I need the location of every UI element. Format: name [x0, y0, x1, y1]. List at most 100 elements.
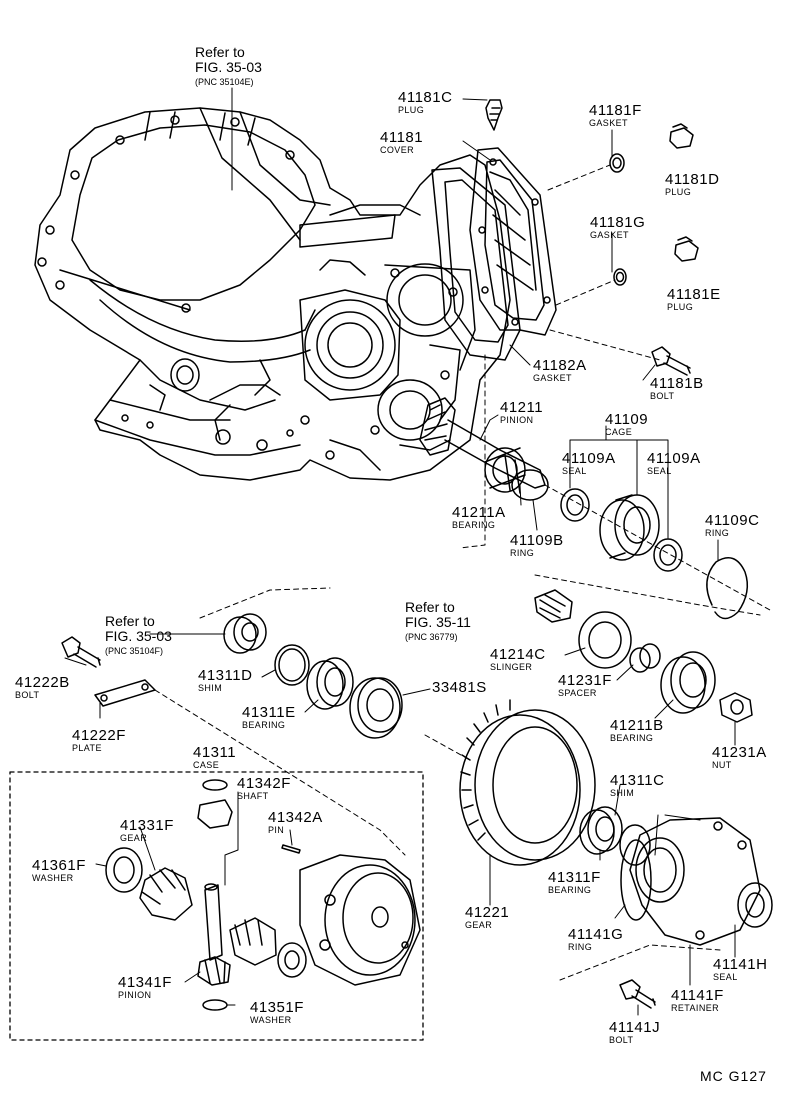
- part-name: COVER: [380, 145, 415, 155]
- part-number: 41311F: [548, 869, 601, 886]
- part-number: 41211A: [452, 504, 506, 521]
- ref-line1: Refer to: [195, 44, 245, 60]
- ring-41109c: [706, 557, 749, 620]
- part-name: PLATE: [72, 743, 102, 753]
- part-number: 41109C: [705, 512, 760, 529]
- part-name: RETAINER: [671, 1003, 720, 1013]
- diff-case-41311: [299, 854, 421, 986]
- part-name: GEAR: [120, 833, 148, 843]
- ring-41109b: [511, 469, 549, 501]
- part-number: 41351F: [250, 999, 304, 1016]
- part-name: CASE: [193, 760, 220, 770]
- part-number: 41361F: [32, 857, 86, 874]
- washer-lower: [277, 942, 307, 978]
- gear-lower: [229, 917, 277, 966]
- part-name: SEAL: [713, 972, 738, 982]
- part-number: 41311C: [610, 772, 665, 789]
- plug-41181e: [674, 236, 699, 262]
- part-number: 41311E: [242, 704, 296, 721]
- part-number: 41141G: [568, 926, 624, 943]
- shim-41311d: [274, 644, 310, 686]
- bearing-41311e: [306, 657, 354, 710]
- part-number: 41221: [465, 904, 510, 921]
- slinger-41214c: [578, 611, 632, 669]
- part-name: RING: [510, 548, 535, 558]
- part-name: SEAL: [562, 466, 587, 476]
- bolt-41181b: [651, 346, 691, 376]
- differential-group-box: [9, 771, 424, 1041]
- pin-41342a: [281, 844, 301, 854]
- label-33481s[interactable]: 33481S: [432, 680, 487, 695]
- part-number: 41231F: [558, 672, 612, 689]
- pinion-shaft-41342f: [204, 883, 223, 961]
- part-name: NUT: [712, 760, 732, 770]
- part-name: BOLT: [609, 1035, 634, 1045]
- part-number: 41109A: [647, 450, 701, 467]
- part-name: BEARING: [548, 885, 592, 895]
- ref-fig-35-11[interactable]: Refer to FIG. 35-11 (PNC 36779): [405, 600, 471, 645]
- part-name: BEARING: [610, 733, 654, 743]
- part-number: 41181C: [398, 89, 453, 106]
- gasket-41181f: [609, 153, 625, 173]
- part-number: 41109A: [562, 450, 616, 467]
- part-name: BOLT: [15, 690, 40, 700]
- part-name: PLUG: [665, 187, 692, 197]
- part-name: CAGE: [605, 427, 633, 437]
- part-number: 41231A: [712, 744, 767, 761]
- part-number: 41141J: [609, 1019, 661, 1036]
- part-name: SHIM: [198, 683, 223, 693]
- part-name: BEARING: [452, 520, 496, 530]
- part-number: 41342F: [237, 775, 291, 792]
- gear-41331f: [139, 867, 193, 921]
- ref-fig-35-03-left[interactable]: Refer to FIG. 35-03 (PNC 35104F): [105, 614, 172, 659]
- part-name: PLUG: [667, 302, 694, 312]
- seal-41109a-left: [560, 488, 590, 522]
- part-number: 41222B: [15, 674, 70, 691]
- ref-fig-35-03-top[interactable]: Refer to FIG. 35-03 (PNC 35104E): [195, 45, 262, 90]
- part-name: PINION: [500, 415, 534, 425]
- part-number: 33481S: [432, 679, 487, 696]
- part-name: GASKET: [533, 373, 572, 383]
- ref-pnc: (PNC 36779): [405, 632, 458, 642]
- part-number: 41211B: [610, 717, 664, 734]
- ref-line1: Refer to: [405, 599, 455, 615]
